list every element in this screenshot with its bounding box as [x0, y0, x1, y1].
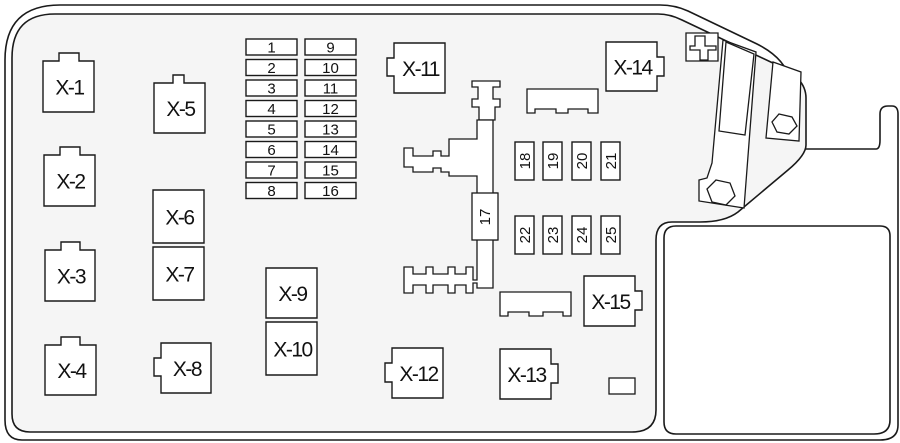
small-fuse-block: 18 19 20 21 22 23 24 25 [514, 141, 621, 255]
connector-x-6-label: X-6 [165, 207, 194, 230]
connector-x-15-label: X-15 [591, 291, 630, 314]
fuse-21-label: 21 [603, 153, 620, 170]
fuse-12 [304, 99, 357, 118]
connector-x-12-label: X-12 [399, 363, 438, 386]
connector-x-6 [152, 189, 205, 244]
fuse-23 [542, 215, 563, 255]
fuse-22 [514, 215, 535, 255]
fuse-9 [304, 38, 357, 56]
battery-terminal-large-strap [718, 41, 755, 136]
connector-x-10 [265, 321, 318, 376]
connector-x-8 [153, 342, 212, 394]
fuse-12-label: 12 [322, 101, 339, 118]
fuse-25-label: 25 [603, 227, 620, 244]
relay-base-upper [526, 88, 599, 114]
fuse-5-label: 5 [267, 122, 275, 139]
fuse-20 [571, 141, 592, 181]
fuse-18-label: 18 [517, 153, 534, 170]
fuse-1-label: 1 [267, 40, 275, 57]
fuse-1 [245, 38, 298, 56]
fuse-20-label: 20 [574, 153, 591, 170]
fuse-6 [245, 140, 298, 159]
housing-outer-outline [4, 4, 899, 441]
connector-x-1 [42, 52, 95, 113]
fuse-2 [245, 58, 298, 77]
fuse-17 [471, 192, 499, 241]
fuse-8-label: 8 [267, 183, 275, 200]
connector-x-5-label: X-5 [166, 98, 195, 121]
fuse-11 [304, 79, 357, 97]
terminal-clip-inner [689, 35, 717, 61]
fuse-13 [304, 120, 357, 138]
fuse-24 [571, 215, 592, 255]
connector-x-14 [605, 41, 665, 92]
fuse-7-label: 7 [267, 163, 275, 180]
fuse-10 [304, 58, 357, 77]
fuse-24-label: 24 [574, 227, 591, 244]
relay-base-lower [499, 291, 572, 317]
connector-x-2-label: X-2 [56, 171, 85, 194]
fuse-5 [245, 120, 298, 138]
fuse-6-label: 6 [267, 142, 275, 159]
connector-x-4-label: X-4 [57, 360, 87, 383]
fuse-23-label: 23 [545, 227, 562, 244]
busbar-vertical-top-clip [471, 80, 501, 121]
fuse-22-label: 22 [517, 227, 534, 244]
connector-x-9 [265, 267, 318, 319]
fuse-3-label: 3 [267, 81, 275, 98]
fuse-18 [514, 141, 535, 181]
fuse-4 [245, 99, 298, 118]
fuse-19-label: 19 [545, 153, 562, 170]
fuse-14 [304, 140, 357, 159]
connector-x-15 [583, 275, 643, 327]
connector-x-4 [44, 336, 97, 396]
fuse-7 [245, 161, 298, 179]
connector-x-5 [153, 74, 206, 134]
connector-x-13-label: X-13 [507, 364, 546, 387]
connector-x-13 [499, 348, 559, 400]
connector-x-2 [43, 146, 96, 207]
connector-x-14-label: X-14 [613, 57, 653, 80]
connector-x-11 [386, 42, 446, 94]
fuse-16-label: 16 [322, 183, 339, 200]
connector-x-9-label: X-9 [278, 283, 307, 306]
connector-x-3 [44, 241, 96, 302]
fuse-21 [600, 141, 621, 181]
nut-small-icon [771, 113, 798, 135]
connector-x-10-label: X-10 [273, 339, 312, 362]
connector-x-12 [384, 347, 444, 399]
nut-large-icon [706, 179, 736, 206]
connector-x-11-label: X-11 [402, 58, 440, 81]
fuse-2-label: 2 [267, 60, 275, 77]
fuse-4-label: 4 [267, 101, 275, 118]
spare-socket [608, 377, 636, 395]
fuse-25 [600, 215, 621, 255]
connector-x-7 [152, 246, 205, 301]
connector-group: X-1X-2X-3X-4 X-5X-6X-7X-8 X-9X-10 X-11X-12 X… [42, 41, 665, 400]
fuse-10-label: 10 [322, 60, 339, 77]
fuse-3 [245, 79, 298, 97]
connector-x-1-label: X-1 [55, 77, 84, 100]
fuse-17-label: 17 [477, 209, 494, 226]
fuse-14-label: 14 [322, 142, 339, 159]
connector-x-7-label: X-7 [165, 264, 194, 287]
fuse-15 [304, 161, 357, 179]
right-compartment [663, 225, 891, 435]
busbar-branch [403, 119, 498, 294]
fuse-9-label: 9 [326, 40, 334, 57]
connector-x-8-label: X-8 [173, 358, 202, 381]
fuse-15-label: 15 [322, 163, 339, 180]
fuse-11-label: 11 [323, 81, 339, 98]
fuse-16 [304, 181, 357, 200]
fuse-13-label: 13 [322, 122, 339, 139]
fuse-19 [542, 141, 563, 181]
fuse-8 [245, 181, 298, 200]
connector-x-3-label: X-3 [57, 266, 86, 289]
